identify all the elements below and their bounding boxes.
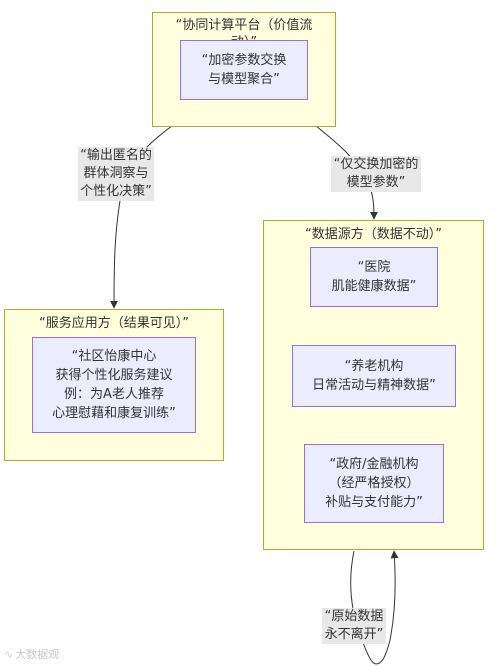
edge-datasource-loop — [350, 550, 399, 665]
edge-label-loop: “原始数据 永不离开” — [322, 608, 386, 644]
cluster-data-source-title: “数据源方（数据不动）” — [305, 227, 442, 242]
node-community-center: “社区怡康中心 获得个性化服务建议 例：为A老人推荐 心理慰藉和康复训练” — [32, 337, 196, 433]
watermark-text: 大数据观 — [15, 648, 60, 661]
node-government: “政府/金融机构 （经严格授权） 补贴与支付能力” — [304, 444, 444, 523]
watermark-logo-icon: ∿ — [4, 647, 14, 661]
node-elderly-care: “养老机构 日常活动与精神数据” — [292, 345, 456, 407]
cluster-platform-title: “协同计算平台（价值流动）” — [175, 18, 313, 43]
watermark: ∿ 大数据观 — [4, 646, 59, 662]
node-hospital: “医院 肌能健康数据” — [310, 247, 438, 307]
edge-label-exchange: “仅交换加密的 模型参数” — [331, 156, 421, 192]
cluster-service-title: “服务应用方（结果可见）” — [39, 316, 189, 331]
node-aggregation: “加密参数交换 与模型聚合” — [180, 40, 308, 100]
edge-label-output: “输出匿名的 群体洞察与 个性化决策” — [78, 147, 154, 201]
